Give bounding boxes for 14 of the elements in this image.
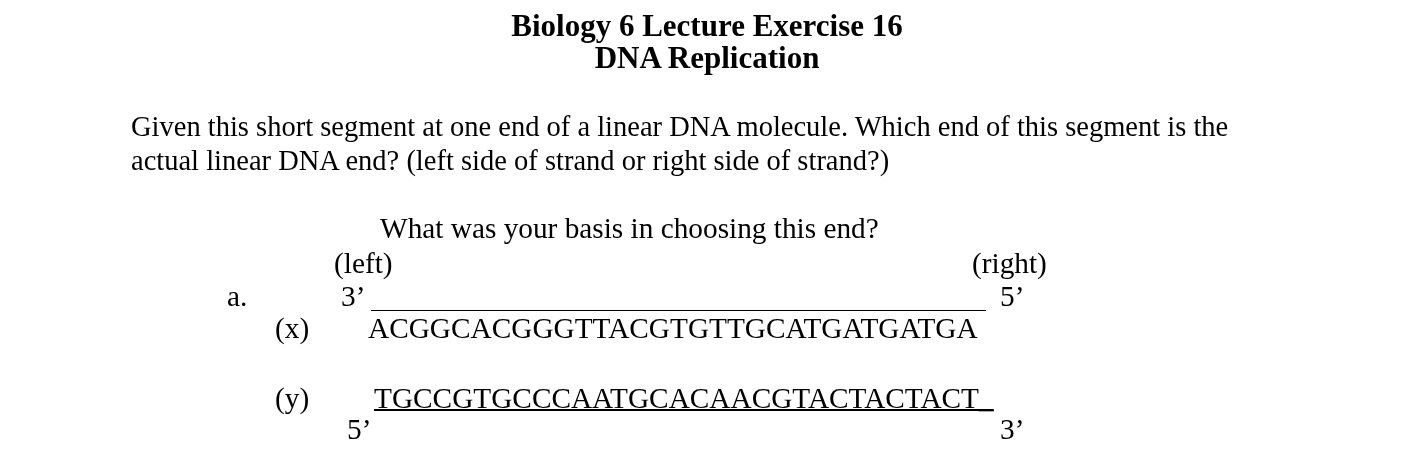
dna-sequence: ACGGCACGGGTTACGTGTTGCATGATGATGA [368,313,978,343]
item-letter: a. [227,281,248,311]
strand-end-label: 3’ [341,281,366,311]
question-text: Given this short segment at one end of a linear DNA molecule. Which end of this segment is the actual linear DNA end? (left side of strand or right side of strand?) [131,110,1230,178]
side-label: (right) [972,248,1047,278]
strand-label: (x) [275,313,310,343]
dna-sequence: TGCCGTGCCCAATGCACAACGTACTACTACT_ [374,383,994,413]
strand-end-label: 5’ [1000,281,1025,311]
question-text: What was your basis in choosing this end? [380,213,879,243]
strand-label: (y) [275,383,310,413]
strand-end-label: 5’ [347,414,372,444]
title-heading: Biology 6 Lecture Exercise 16 DNA Replication [510,10,904,74]
side-label: (left) [334,248,393,278]
strand-end-label: 3’ [1000,414,1025,444]
